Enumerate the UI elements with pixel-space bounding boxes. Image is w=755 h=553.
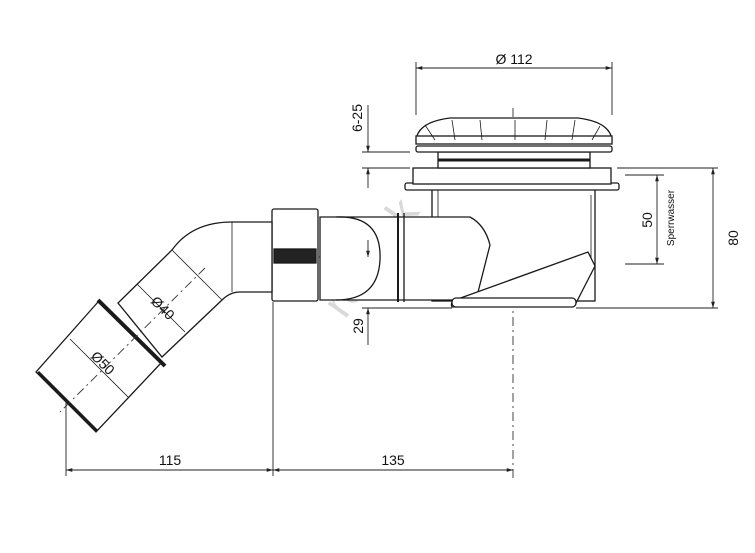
horizontal-left-label: 115 xyxy=(159,452,182,468)
water-seal-value: 50 xyxy=(639,212,655,228)
height-adjust-label: 6-25 xyxy=(349,104,365,132)
total-height-dimension xyxy=(576,167,718,309)
outlet-height-label: 29 xyxy=(350,318,366,334)
cap-diameter-label: Ø 112 xyxy=(495,51,532,67)
water-seal-label: Sperrwasser xyxy=(666,189,677,246)
union-nut xyxy=(271,208,319,302)
drain-body xyxy=(319,117,620,308)
horizontal-right-label: 135 xyxy=(381,452,405,468)
horizontal-dimensions xyxy=(65,302,513,476)
cap-diameter-dimension xyxy=(415,62,613,115)
outlet-height-dimension xyxy=(362,240,452,345)
total-height-label: 80 xyxy=(725,230,741,246)
elbow-pipe xyxy=(35,221,273,433)
height-adjust-dimension xyxy=(362,105,410,188)
water-seal-dimension xyxy=(625,174,664,265)
